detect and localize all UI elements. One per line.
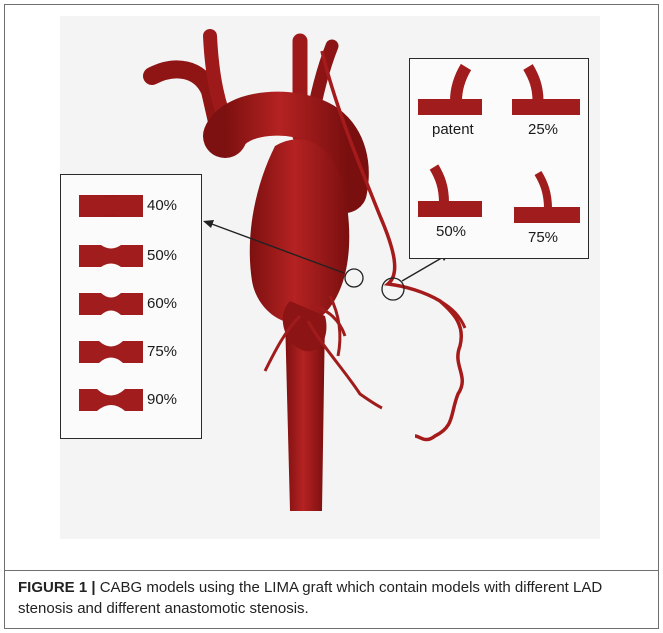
anastomosis-model-patent bbox=[418, 67, 482, 115]
anastomosis-label: 25% bbox=[528, 121, 558, 138]
lad-level-label: 90% bbox=[147, 391, 177, 408]
caption-divider bbox=[4, 570, 659, 571]
anastomosis-marker bbox=[382, 278, 404, 300]
stenosis-segment-40 bbox=[79, 195, 143, 217]
lad-level-label: 50% bbox=[147, 247, 177, 264]
lad-level-label: 75% bbox=[147, 343, 177, 360]
stenosis-segment-60 bbox=[79, 293, 143, 315]
lad-level-label: 40% bbox=[147, 197, 177, 214]
lad-stenosis-marker bbox=[345, 269, 363, 287]
figure-label: FIGURE 1 | bbox=[18, 579, 96, 596]
cabg-figure: 40% 50% 60% 75% 90% patent 2 bbox=[60, 16, 600, 539]
anastomosis-label: 75% bbox=[528, 229, 558, 246]
caption-text: CABG models using the LIMA graft which c… bbox=[18, 579, 602, 617]
figure-caption: FIGURE 1 | CABG models using the LIMA gr… bbox=[18, 577, 638, 619]
lad-stenosis-panel: 40% 50% 60% 75% 90% bbox=[60, 174, 202, 439]
anastomosis-model-50 bbox=[418, 167, 482, 217]
stenosis-segment-50 bbox=[79, 245, 143, 267]
lad-level-label: 60% bbox=[147, 295, 177, 312]
anastomosis-label: patent bbox=[432, 121, 474, 138]
anastomotic-stenosis-panel: patent 25% 50% 75% bbox=[409, 58, 589, 259]
anastomosis-label: 50% bbox=[436, 223, 466, 240]
stenosis-segment-75 bbox=[79, 341, 143, 363]
anastomosis-model-25 bbox=[512, 67, 580, 115]
anastomosis-model-75 bbox=[514, 173, 580, 223]
stenosis-segment-90 bbox=[79, 389, 143, 411]
